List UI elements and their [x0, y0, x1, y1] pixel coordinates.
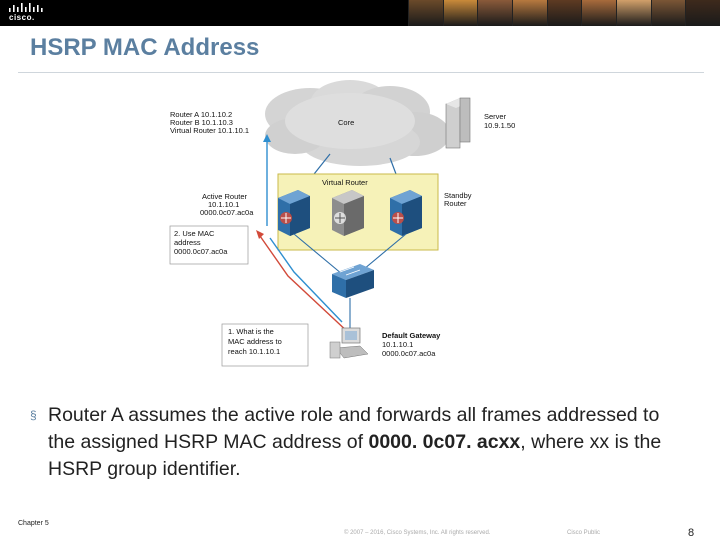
- mac-reply-path: [270, 238, 342, 322]
- standby-router-icon: [390, 190, 422, 236]
- header-photo: [477, 0, 512, 26]
- server-icon: [446, 98, 470, 148]
- active-router-icon: [278, 190, 310, 236]
- footer-chapter: Chapter 5: [18, 520, 49, 527]
- cisco-logo: cisco.: [6, 3, 46, 23]
- header-banner: cisco.: [0, 0, 720, 26]
- pc-icon: [330, 328, 368, 358]
- header-photo: [685, 0, 720, 26]
- bullet-point: § Router A assumes the active role and f…: [30, 402, 690, 483]
- cisco-logo-text: cisco.: [9, 13, 35, 22]
- switch-icon: [332, 264, 374, 298]
- header-photo: [512, 0, 547, 26]
- bullet-text: Router A assumes the active role and for…: [48, 402, 690, 483]
- use-mac-line-2: address: [174, 238, 201, 247]
- server-ip-label: 10.9.1.50: [484, 121, 515, 130]
- active-router-mac: 0000.0c07.ac0a: [200, 208, 254, 217]
- virtual-router-icon: [332, 190, 364, 236]
- question-line-2: MAC address to: [228, 337, 282, 346]
- use-mac-line-3: 0000.0c07.ac0a: [174, 247, 228, 256]
- standby-router-label-2: Router: [444, 199, 467, 208]
- gateway-ip: 10.1.10.1: [382, 340, 413, 349]
- hsrp-network-diagram: Core Router A 10.1.10.2 Router B 10.1.10…: [160, 76, 560, 386]
- header-photo: [651, 0, 686, 26]
- virtual-router-box-label: Virtual Router: [322, 178, 368, 187]
- question-line-1: 1. What is the: [228, 327, 274, 336]
- virtual-router-ip-label: Virtual Router 10.1.10.1: [170, 126, 249, 135]
- arrow-head-red-icon: [256, 230, 264, 239]
- header-photo-strip: [408, 0, 720, 26]
- header-photo: [443, 0, 478, 26]
- footer-copyright: © 2007 – 2016, Cisco Systems, Inc. All r…: [344, 530, 491, 536]
- header-photo: [408, 0, 443, 26]
- title-divider: [18, 72, 704, 73]
- header-photo: [581, 0, 616, 26]
- footer-classification: Cisco Public: [567, 530, 600, 536]
- header-photo: [547, 0, 582, 26]
- cisco-bars-icon: [8, 3, 44, 13]
- page-number: 8: [688, 527, 694, 539]
- gateway-mac: 0000.0c07.ac0a: [382, 349, 436, 358]
- server-label: Server: [484, 112, 507, 121]
- core-cloud-icon: [265, 80, 450, 166]
- use-mac-line-1: 2. Use MAC: [174, 229, 215, 238]
- gateway-title: Default Gateway: [382, 331, 441, 340]
- core-label: Core: [338, 118, 354, 127]
- bullet-marker-icon: §: [30, 402, 37, 429]
- page-title: HSRP MAC Address: [30, 34, 259, 62]
- hsrp-mac-bold: 0000. 0c07. acxx: [368, 431, 520, 453]
- header-photo: [616, 0, 651, 26]
- question-line-3: reach 10.1.10.1: [228, 347, 280, 356]
